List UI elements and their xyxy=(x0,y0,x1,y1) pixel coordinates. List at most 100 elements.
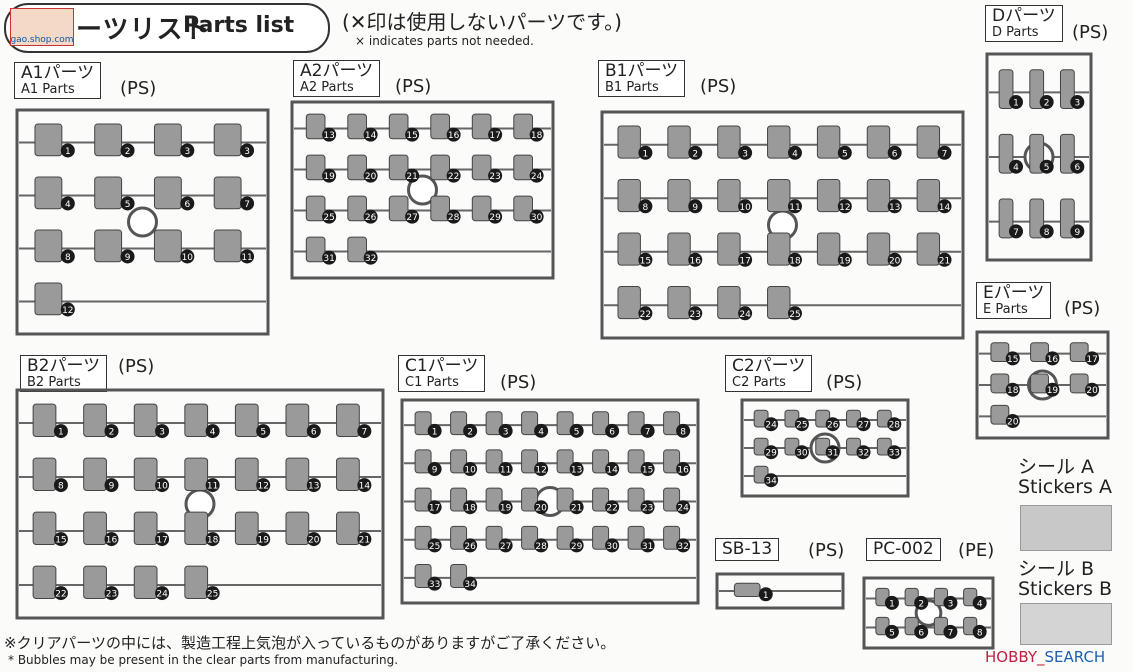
part-number-badge xyxy=(446,168,461,183)
part-shape xyxy=(414,449,432,474)
part-number-badge xyxy=(427,423,442,438)
part-number-badge xyxy=(240,143,255,158)
part-number-badge xyxy=(322,127,337,142)
part-number: 7 xyxy=(244,200,250,210)
part-number-badge xyxy=(937,145,952,160)
part-number-badge xyxy=(825,417,840,432)
part-shape xyxy=(388,195,409,222)
part-shape xyxy=(414,564,432,588)
part-shape xyxy=(94,229,123,263)
part-number: 26 xyxy=(365,213,377,223)
material-c1: (PS) xyxy=(500,372,537,393)
part-shape xyxy=(816,125,841,159)
part-number-badge xyxy=(53,424,68,439)
part-number: 19 xyxy=(323,172,335,182)
part-number-badge xyxy=(1005,382,1020,397)
part-shape xyxy=(83,511,107,545)
part-shape xyxy=(1059,133,1075,174)
part-number: 1 xyxy=(763,591,769,601)
part-number: 25 xyxy=(207,590,218,600)
part-number: 19 xyxy=(257,536,269,546)
part-number: 32 xyxy=(677,542,688,552)
part-number-badge xyxy=(887,199,902,214)
part-number-badge xyxy=(405,127,420,142)
part-number-badge xyxy=(306,424,321,439)
part-number: 13 xyxy=(308,482,319,492)
part-number-badge xyxy=(180,143,195,158)
part-number: 24 xyxy=(677,504,689,514)
part-number: 11 xyxy=(207,482,218,492)
part-number: 4 xyxy=(210,428,216,438)
part-shape xyxy=(184,403,209,438)
part-number-badge xyxy=(322,168,337,183)
part-number-badge xyxy=(640,423,655,438)
part-shape xyxy=(556,487,574,512)
part-number: 28 xyxy=(535,542,547,552)
part-number-badge xyxy=(363,209,378,224)
sprue-label-en: C2 Parts xyxy=(732,374,786,390)
part-number: 7 xyxy=(948,628,954,638)
part-number: 1 xyxy=(432,427,438,437)
part-number-badge xyxy=(322,250,337,265)
part-number: 16 xyxy=(448,131,460,141)
part-shape xyxy=(485,411,503,436)
sprue-frame xyxy=(862,576,995,650)
part-number: 4 xyxy=(65,200,71,210)
part-number-badge xyxy=(363,250,378,265)
part-number-badge xyxy=(1045,382,1060,397)
part-number: 1 xyxy=(65,147,71,157)
part-shape xyxy=(414,411,432,436)
watermark: HOBBY_SEARCH xyxy=(985,648,1106,666)
part-number-badge xyxy=(787,199,802,214)
part-number: 3 xyxy=(159,428,165,438)
part-shape xyxy=(430,154,450,181)
part-number: 25 xyxy=(429,542,440,552)
part-number-badge xyxy=(529,209,544,224)
part-number-badge xyxy=(837,145,852,160)
part-number-badge xyxy=(569,423,584,438)
sprue-frame xyxy=(15,388,385,620)
part-number-badge xyxy=(60,249,75,264)
part-shape xyxy=(471,113,492,140)
part-shape xyxy=(1059,69,1075,109)
part-shape xyxy=(816,232,841,266)
part-shape xyxy=(32,511,57,545)
part-number: 15 xyxy=(642,466,653,476)
part-shape xyxy=(627,525,645,550)
part-number-badge xyxy=(638,145,653,160)
part-number-badge xyxy=(605,500,620,515)
part-shape xyxy=(305,236,326,263)
part-shape xyxy=(153,229,182,263)
part-shape xyxy=(556,525,574,550)
part-number-badge xyxy=(787,252,802,267)
sprue-label-pc002: PC-002 xyxy=(866,538,941,561)
part-shape xyxy=(450,487,468,512)
part-number: 15 xyxy=(640,256,651,266)
part-shape xyxy=(521,525,539,550)
part-shape xyxy=(990,404,1010,425)
part-number: 32 xyxy=(365,254,376,264)
note-en: × indicates parts not needed. xyxy=(355,34,534,48)
part-number-badge xyxy=(972,624,987,639)
part-number: 32 xyxy=(858,449,869,459)
sprue-frame xyxy=(15,108,270,336)
part-shape xyxy=(1029,69,1045,109)
part-number-badge xyxy=(488,209,503,224)
part-shape xyxy=(347,236,367,263)
part-number-badge xyxy=(914,595,929,610)
part-number-badge xyxy=(738,252,753,267)
part-number-badge xyxy=(887,445,902,460)
part-shape xyxy=(213,123,242,157)
part-number: 31 xyxy=(323,254,334,264)
part-shape xyxy=(450,411,468,436)
part-number-badge xyxy=(887,252,902,267)
part-number: 25 xyxy=(796,421,807,431)
part-number-badge xyxy=(240,196,255,211)
part-number-badge xyxy=(640,500,655,515)
part-number-badge xyxy=(638,252,653,267)
part-shape xyxy=(717,286,741,320)
